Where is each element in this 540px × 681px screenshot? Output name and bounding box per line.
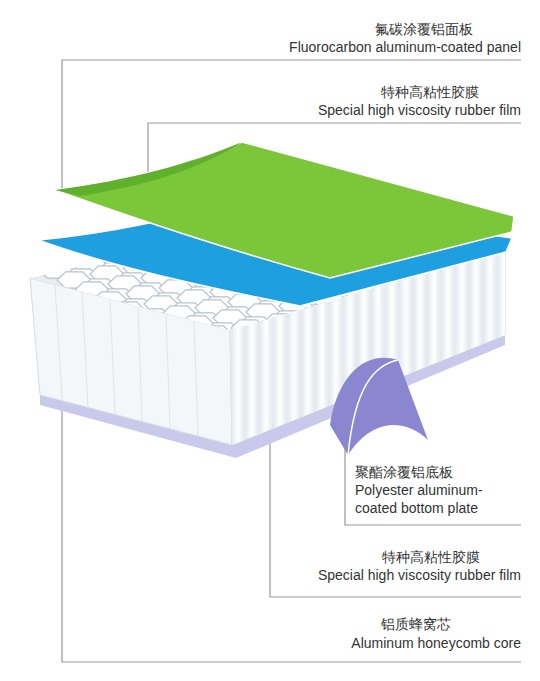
honeycomb-cell: [93, 292, 127, 308]
honeycomb-cell: [338, 299, 372, 315]
part-label-english: Polyester aluminum-coated bottom plate: [355, 481, 515, 517]
honeycomb-cell: [308, 331, 342, 347]
part-label-chinese: 聚酯涂覆铝底板: [355, 463, 453, 481]
honeycomb-cell: [443, 333, 477, 349]
honeycomb-cell: [297, 308, 331, 324]
honeycomb-cell: [410, 339, 444, 355]
honeycomb-cell: [371, 293, 405, 309]
honeycomb-cell: [129, 312, 163, 328]
honeycomb-cell: [224, 333, 258, 349]
honeycomb-cell: [198, 326, 232, 342]
honeycomb-cell: [111, 302, 145, 318]
curl-edge: [348, 360, 398, 455]
honeycomb-cell: [381, 306, 415, 322]
honeycomb-cell: [479, 353, 513, 369]
honeycomb-cell: [389, 303, 423, 319]
honeycomb-cell: [366, 322, 400, 338]
bottom-plate-curl: [330, 358, 428, 455]
leader-line: [270, 440, 521, 597]
honeycomb-cell: [231, 320, 265, 336]
honeycomb-cell: [323, 315, 357, 331]
part-label-chinese: 特种高粘性胶膜: [382, 548, 480, 566]
honeycomb-cell: [356, 309, 390, 325]
part-label-chinese: 特种高粘性胶膜: [381, 83, 479, 101]
honeycomb-cell: [282, 324, 316, 340]
honeycomb-cell: [326, 341, 360, 357]
part-label-english: Special high viscosity rubber film: [318, 566, 521, 584]
honeycomb-cell: [315, 318, 349, 334]
honeycomb-cell: [333, 328, 367, 344]
honeycomb-cell: [21, 252, 55, 268]
part-label-chinese: 氟碳涂覆铝面板: [375, 20, 473, 38]
honeycomb-cell: [305, 305, 339, 321]
core-front-face: [30, 278, 232, 445]
part-label-english: Fluorocarbon aluminum-coated panel: [289, 38, 521, 56]
honeycomb-cell: [428, 349, 462, 365]
honeycomb-cell: [155, 319, 189, 335]
core-front-cells: [55, 285, 198, 435]
honeycomb-cell: [341, 325, 375, 341]
honeycomb-cell: [461, 343, 495, 359]
honeycomb-cell: [147, 322, 181, 338]
part-label-chinese: 铝质蜂窝芯: [381, 615, 451, 633]
leader-line: [62, 395, 521, 662]
honeycomb-cell: [392, 329, 426, 345]
part-label-english: Aluminum honeycomb core: [351, 634, 521, 652]
honeycomb-cell: [290, 321, 324, 337]
honeycomb-cell: [435, 336, 469, 352]
honeycomb-cell: [374, 319, 408, 335]
honeycomb-cell: [417, 326, 451, 342]
honeycomb-cell: [180, 316, 214, 332]
honeycomb-cell: [264, 314, 298, 330]
face-panel-curl: [55, 142, 242, 196]
honeycomb-cell: [402, 342, 436, 358]
honeycomb-cell: [453, 346, 487, 362]
part-label-english: Special high viscosity rubber film: [318, 101, 521, 119]
honeycomb-cell: [348, 312, 382, 328]
honeycomb-cell: [351, 338, 385, 354]
honeycomb-cell: [257, 327, 291, 343]
face-panel: [55, 142, 514, 278]
honeycomb-cell: [425, 323, 459, 339]
honeycomb-cell: [173, 329, 207, 345]
honeycomb-cell: [275, 337, 309, 353]
honeycomb-cell: [330, 302, 364, 318]
honeycomb-cell: [300, 334, 334, 350]
honeycomb-cell: [399, 316, 433, 332]
honeycomb-cell: [249, 330, 283, 346]
honeycomb-cell: [407, 313, 441, 329]
honeycomb-cell: [363, 296, 397, 312]
honeycomb-cell: [359, 335, 393, 351]
honeycomb-cell: [29, 249, 63, 265]
honeycomb-cell: [3, 242, 37, 258]
honeycomb-cell: [384, 332, 418, 348]
